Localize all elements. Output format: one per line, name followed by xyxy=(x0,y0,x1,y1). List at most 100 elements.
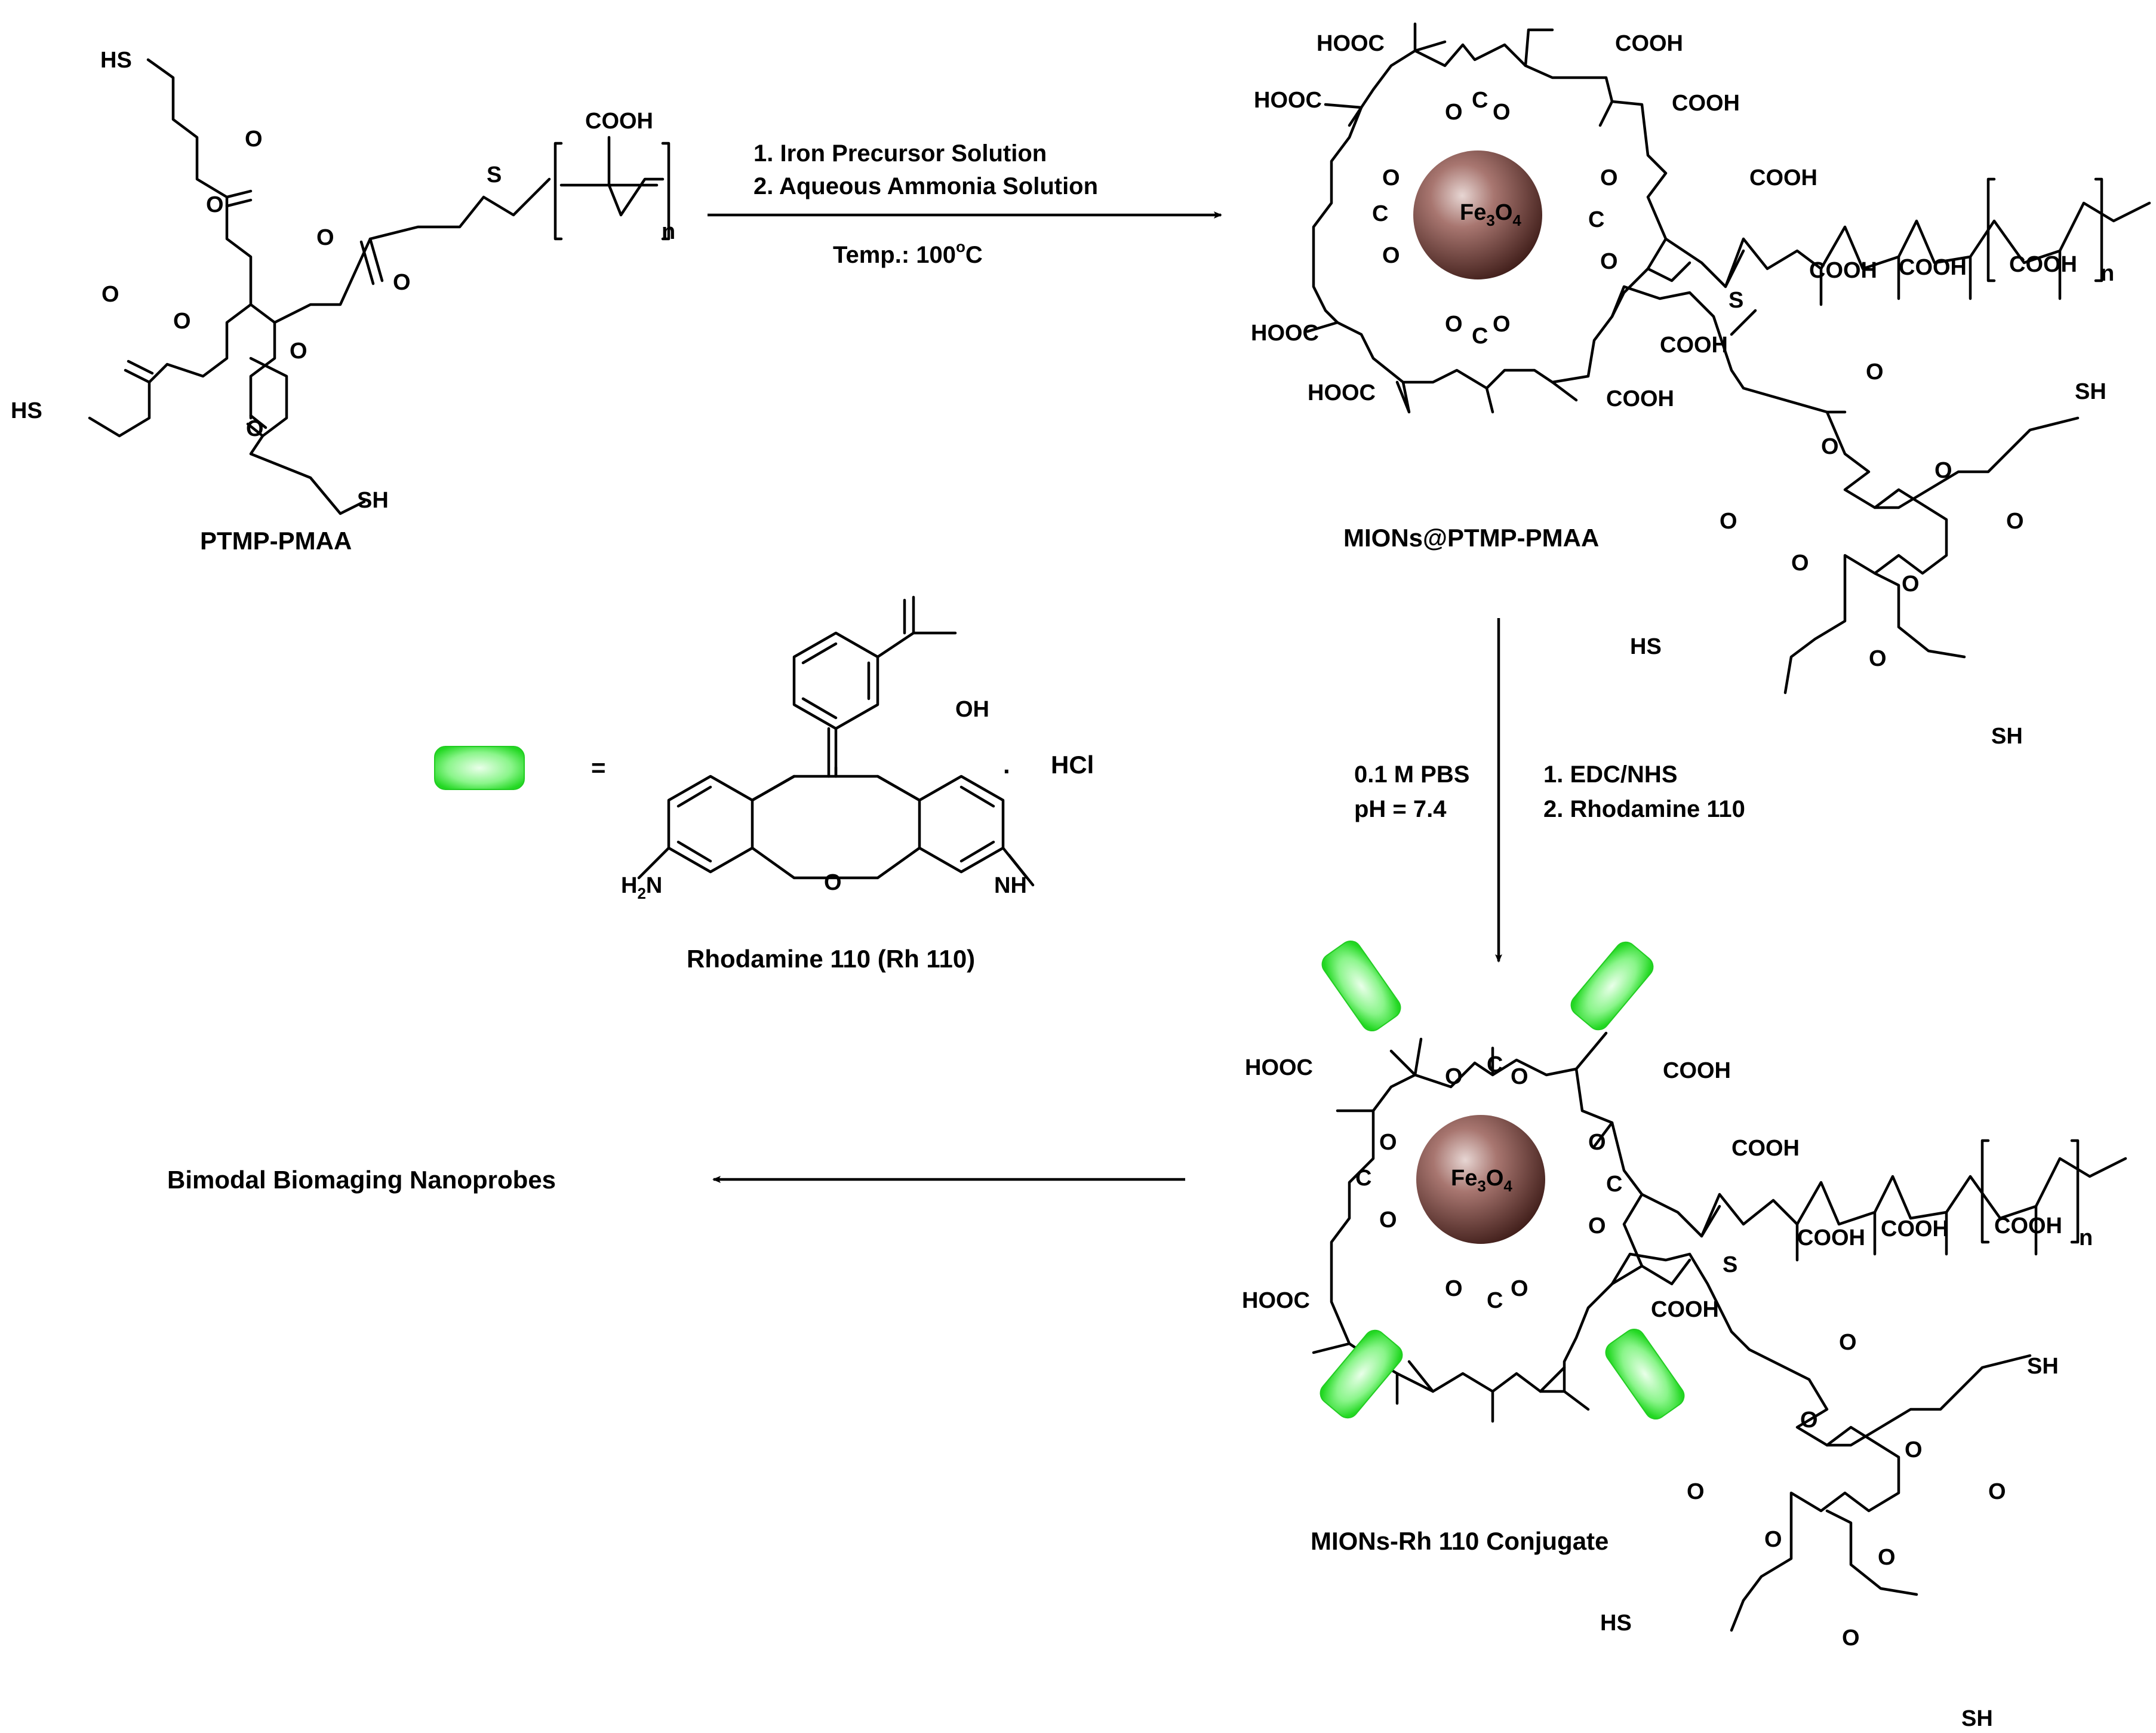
o-label: O xyxy=(1821,434,1839,459)
cooh-label: COOH xyxy=(1899,255,1967,280)
mions-rh110-conjugate-structure xyxy=(1312,1031,2127,1632)
o-label: O xyxy=(173,309,191,334)
cooh-label: HOOC xyxy=(1308,380,1376,405)
o-label: O xyxy=(393,270,411,295)
sh-label: SH xyxy=(1961,1706,1993,1731)
c-label: C xyxy=(1355,1166,1371,1191)
sh-label: SH xyxy=(2027,1354,2059,1379)
o-label: O xyxy=(1866,359,1884,385)
s-label: S xyxy=(1729,288,1743,313)
cooh-label: COOH xyxy=(1731,1136,1800,1161)
o-label: O xyxy=(1902,571,1920,597)
hs-label: HS xyxy=(1630,634,1662,659)
o-label: O xyxy=(1764,1527,1782,1552)
core-label: Fe3O4 xyxy=(1460,200,1521,229)
o-label: O xyxy=(824,870,842,895)
fluorophore-tag xyxy=(1321,940,1401,1032)
o-label: O xyxy=(1445,1064,1463,1089)
o-label: O xyxy=(1511,1064,1528,1089)
o-label: O xyxy=(1905,1437,1923,1462)
cooh-label: HOOC xyxy=(1254,88,1322,113)
cooh-label: COOH xyxy=(1994,1213,2062,1239)
ptmp-pmaa-structure xyxy=(88,58,671,515)
fluorophore-tag xyxy=(1570,941,1654,1031)
coupling-line-2: 2. Rhodamine 110 xyxy=(1543,796,1745,822)
o-label: O xyxy=(1493,100,1511,125)
coupling-line-1: 1. EDC/NHS xyxy=(1543,761,1678,788)
o-label: O xyxy=(1493,312,1511,337)
o-label: O xyxy=(1720,509,1737,534)
cooh-label: COOH xyxy=(1660,333,1728,358)
c-label: C xyxy=(1487,1288,1503,1313)
sh-label: HS xyxy=(100,48,132,73)
fe3o4-core xyxy=(1416,1115,1545,1244)
o-label: O xyxy=(1878,1545,1896,1570)
cooh-label: COOH xyxy=(2009,252,2077,277)
o-label: O xyxy=(1800,1408,1818,1433)
o-label: O xyxy=(1382,165,1400,190)
oh-label: OH xyxy=(955,697,989,722)
conjugate-label: MIONs-Rh 110 Conjugate xyxy=(1311,1527,1608,1555)
c-label: C xyxy=(1588,207,1604,232)
o-label: O xyxy=(1988,1479,2006,1504)
o-label: O xyxy=(1382,243,1400,268)
cooh-label: HOOC xyxy=(1242,1288,1310,1313)
hcl-label: HCl xyxy=(1051,751,1094,779)
rhodamine-label: Rhodamine 110 (Rh 110) xyxy=(687,945,975,973)
c-label: C xyxy=(1472,88,1488,113)
cooh-label: HOOC xyxy=(1245,1055,1313,1080)
o-label: O xyxy=(1839,1330,1857,1355)
o-label: O xyxy=(1600,165,1618,190)
product-label: Bimodal Biomaging Nanoprobes xyxy=(167,1166,556,1194)
buffer-line-2: pH = 7.4 xyxy=(1354,796,1447,822)
cooh-label: COOH xyxy=(1797,1225,1865,1250)
o-label: O xyxy=(1600,249,1618,274)
n-subscript: n xyxy=(2079,1225,2093,1250)
ptmp-pmaa-label: PTMP-PMAA xyxy=(200,527,352,555)
sh-label: SH xyxy=(2075,379,2106,404)
o-label: O xyxy=(206,192,224,217)
cooh-label: COOH xyxy=(1672,91,1740,116)
cooh-label: COOH xyxy=(1615,31,1683,56)
s-label: S xyxy=(487,162,502,188)
o-label: O xyxy=(1869,646,1887,671)
o-label: O xyxy=(1791,551,1809,576)
fluorophore-tag xyxy=(1320,1329,1403,1419)
o-label: O xyxy=(1588,1130,1606,1155)
o-label: O xyxy=(1934,458,1952,483)
o-label: O xyxy=(1842,1626,1860,1651)
o-label: O xyxy=(1687,1479,1705,1504)
amine-label: H2N xyxy=(621,873,662,902)
o-label: O xyxy=(316,225,334,250)
cooh-label: COOH xyxy=(585,109,653,134)
c-label: C xyxy=(1487,1052,1503,1077)
cooh-label: COOH xyxy=(1809,258,1877,283)
c-label: C xyxy=(1606,1172,1622,1197)
o-label: O xyxy=(246,416,264,441)
o-label: O xyxy=(1379,1207,1397,1233)
n-subscript: n xyxy=(662,219,675,244)
sh-label: SH xyxy=(357,488,389,513)
c-label: C xyxy=(1472,324,1488,349)
rhodamine-110-structure xyxy=(637,595,1035,887)
imine-label: NH xyxy=(994,873,1027,898)
o-label: O xyxy=(1511,1276,1528,1301)
core-label: Fe3O4 xyxy=(1451,1166,1512,1195)
salt-dot: . xyxy=(1003,751,1010,779)
buffer-line-1: 0.1 M PBS xyxy=(1354,761,1469,788)
fe3o4-core xyxy=(1413,150,1542,279)
o-label: O xyxy=(1379,1130,1397,1155)
o-label: O xyxy=(290,339,307,364)
n-subscript: n xyxy=(2100,261,2114,286)
o-label: O xyxy=(102,282,119,307)
temperature-label: Temp.: 100oC xyxy=(833,238,983,268)
mions-ptmp-pmaa-structure xyxy=(1306,22,2151,695)
o-label: O xyxy=(1445,312,1463,337)
sh-label: SH xyxy=(1991,724,2023,749)
hs-label: HS xyxy=(11,398,42,423)
cooh-label: HOOC xyxy=(1251,321,1319,346)
o-label: O xyxy=(1445,100,1463,125)
cooh-label: COOH xyxy=(1663,1058,1731,1083)
reagent-line-1: 1. Iron Precursor Solution xyxy=(753,140,1047,167)
